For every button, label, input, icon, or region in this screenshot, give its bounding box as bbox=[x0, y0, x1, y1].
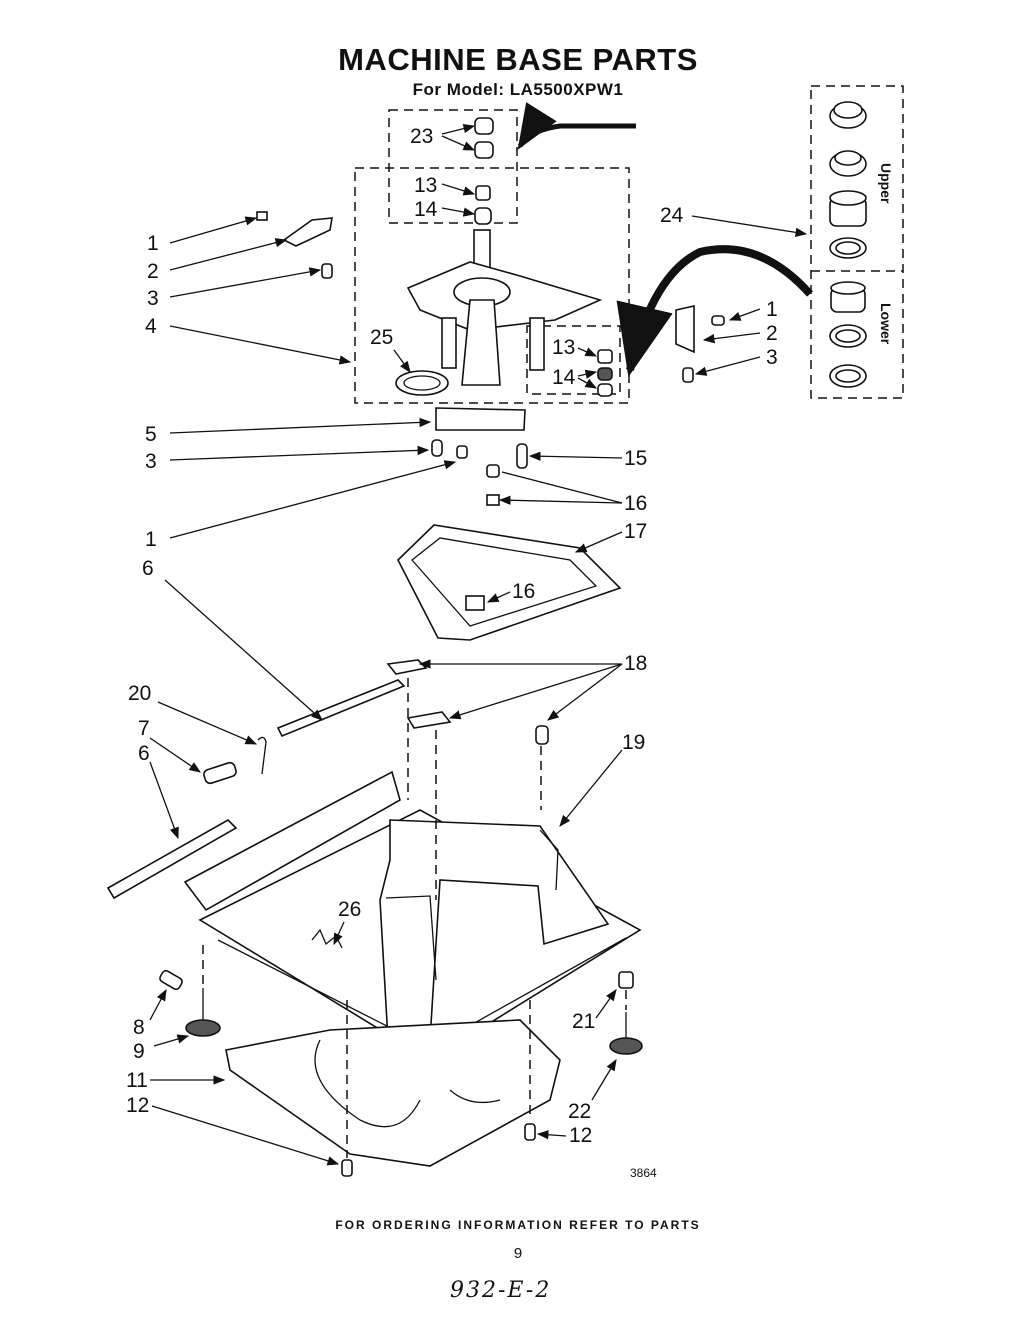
upper-bearing-icons bbox=[829, 101, 867, 259]
bolt-1-lower bbox=[456, 445, 468, 459]
rail-6-upper bbox=[276, 679, 406, 738]
callout-9: 9 bbox=[133, 1040, 145, 1063]
bushing-stack-upper bbox=[474, 117, 494, 225]
tub-support-frame-17 bbox=[397, 524, 622, 641]
leg-foot-22 bbox=[609, 1037, 643, 1055]
bracket-assembly-right bbox=[675, 305, 725, 383]
seal-ring-25 bbox=[395, 370, 449, 396]
callout-3-left: 3 bbox=[147, 287, 159, 310]
flow-arrow-right-icon bbox=[616, 245, 813, 378]
clip-16b bbox=[486, 494, 500, 506]
bearing-kit-panel: Upper Lower bbox=[810, 85, 904, 399]
callout-5: 5 bbox=[145, 423, 157, 446]
leader-lines bbox=[149, 124, 808, 1166]
page-number: 9 bbox=[513, 1245, 523, 1262]
callout-12-left: 12 bbox=[126, 1094, 149, 1117]
upper-bearings-label: Upper bbox=[878, 163, 894, 204]
callout-14-top: 14 bbox=[414, 198, 438, 221]
callout-22: 22 bbox=[568, 1100, 591, 1123]
strap-5 bbox=[435, 407, 526, 431]
callout-17: 17 bbox=[624, 520, 647, 543]
pad-18c bbox=[535, 725, 549, 745]
callout-4: 4 bbox=[145, 315, 157, 338]
spring-15 bbox=[516, 443, 528, 469]
callout-20: 20 bbox=[128, 682, 151, 705]
callout-13-top: 13 bbox=[414, 174, 437, 197]
spring-3-lower bbox=[431, 439, 443, 457]
main-base-frame bbox=[183, 770, 642, 1061]
callout-26: 26 bbox=[338, 898, 361, 921]
page-title: MACHINE BASE PARTS bbox=[338, 42, 698, 77]
pad-18a bbox=[386, 659, 428, 675]
callout-numbers: 23 13 14 24 1 2 3 4 1 2 3 25 13 14 5 3 1… bbox=[126, 125, 778, 1180]
cap-8 bbox=[159, 969, 183, 991]
callout-6-lower: 6 bbox=[138, 742, 150, 765]
callout-2-right: 2 bbox=[766, 322, 778, 345]
flow-arrow-top-icon bbox=[517, 102, 636, 150]
callout-3-mid: 3 bbox=[145, 450, 157, 473]
base-assembly-dashed-box bbox=[354, 167, 630, 404]
callout-7: 7 bbox=[138, 717, 150, 740]
callout-14-lower: 14 bbox=[552, 366, 576, 389]
lower-bushings bbox=[597, 349, 613, 397]
lower-bearing-icons bbox=[829, 281, 867, 388]
spring-7 bbox=[203, 761, 237, 785]
callout-16-upper: 16 bbox=[624, 492, 647, 515]
callout-24: 24 bbox=[660, 204, 684, 227]
screw-12-right bbox=[524, 1123, 536, 1141]
callout-8: 8 bbox=[133, 1016, 145, 1039]
callout-1-mid: 1 bbox=[145, 528, 157, 551]
callout-25: 25 bbox=[370, 326, 393, 349]
nut-21 bbox=[618, 971, 634, 989]
hub-inset-dashed-box bbox=[388, 109, 518, 224]
hub-spider-casting bbox=[406, 229, 603, 386]
callout-1-left: 1 bbox=[147, 232, 159, 255]
callout-21: 21 bbox=[572, 1010, 595, 1033]
hook-20 bbox=[257, 736, 267, 775]
drawing-number: 3864 bbox=[630, 1166, 657, 1180]
bracket-assembly-left bbox=[256, 211, 333, 279]
callout-23: 23 bbox=[410, 125, 433, 148]
base-pan-11 bbox=[225, 1019, 561, 1167]
pad-18b bbox=[406, 711, 452, 729]
clip-16a bbox=[486, 464, 500, 478]
leg-foot-9 bbox=[185, 1019, 221, 1037]
callout-16-lower: 16 bbox=[512, 580, 535, 603]
callout-12-right: 12 bbox=[569, 1124, 592, 1147]
callout-1-right: 1 bbox=[766, 298, 778, 321]
rail-6-lower bbox=[106, 819, 238, 900]
callout-3-right: 3 bbox=[766, 346, 778, 369]
callout-13-lower: 13 bbox=[552, 336, 575, 359]
model-subtitle: For Model: LA5500XPW1 bbox=[412, 80, 624, 99]
handwritten-code: 932-E-2 bbox=[450, 1278, 552, 1303]
assembly-guide-lines bbox=[202, 678, 627, 1158]
callout-18: 18 bbox=[624, 652, 647, 675]
callout-15: 15 bbox=[624, 447, 647, 470]
callout-11: 11 bbox=[126, 1069, 148, 1092]
callout-19: 19 bbox=[622, 731, 645, 754]
lower-bearings-label: Lower bbox=[878, 303, 894, 345]
ordering-info-note: FOR ORDERING INFORMATION REFER TO PARTS bbox=[335, 1218, 701, 1232]
callout-6-upper: 6 bbox=[142, 557, 154, 580]
screw-12-left bbox=[341, 1159, 353, 1177]
callout-2-left: 2 bbox=[147, 260, 159, 283]
